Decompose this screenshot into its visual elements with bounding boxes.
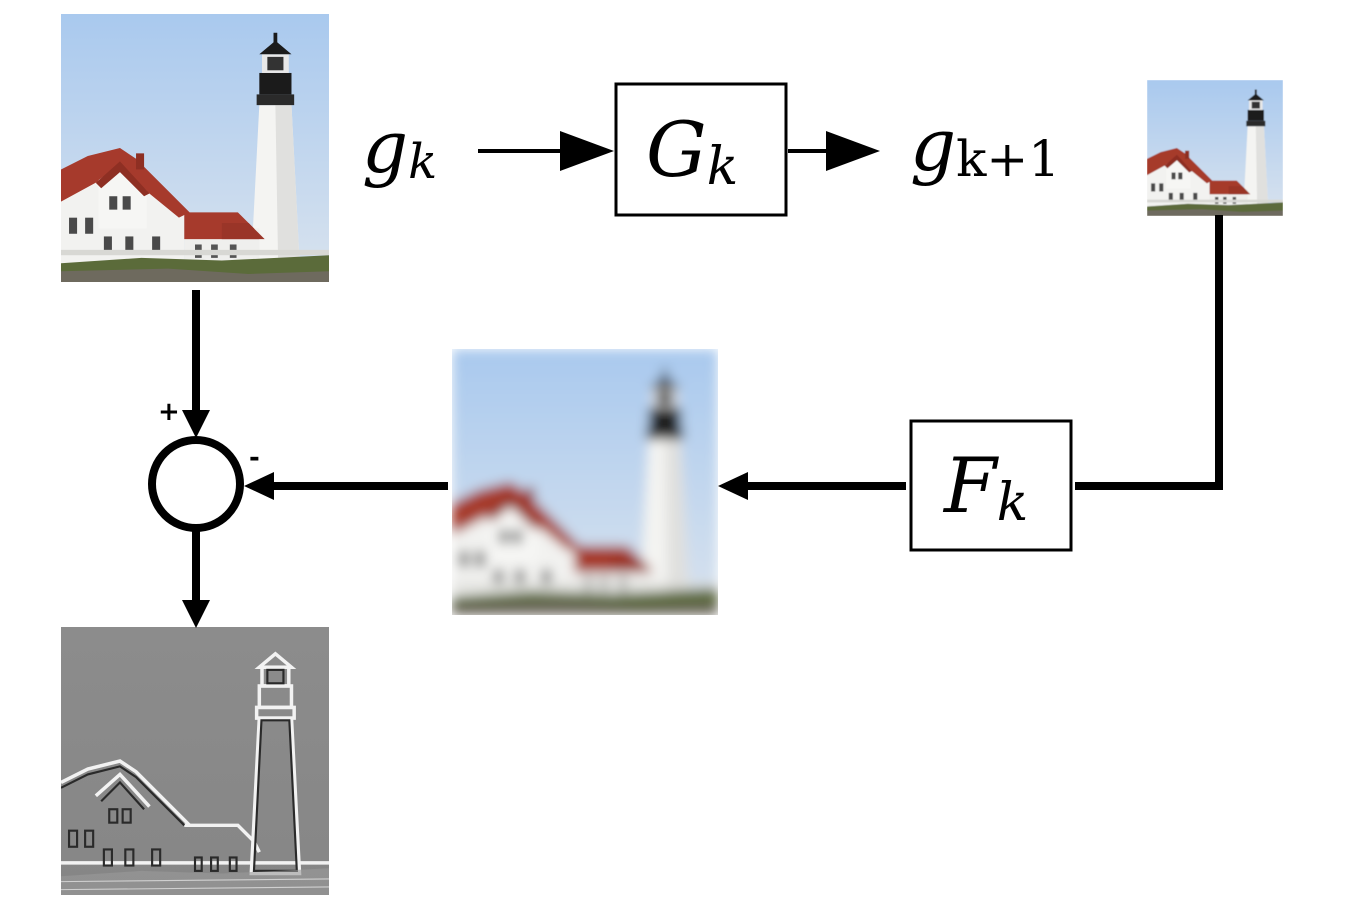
f-operator-label: Fk xyxy=(942,441,1028,533)
downsampled-image xyxy=(1147,80,1283,216)
input-image xyxy=(61,14,329,282)
arrow-from-g-box xyxy=(788,131,880,171)
arrow-input-to-subtract xyxy=(182,290,210,438)
connector-to-f-box xyxy=(1075,215,1223,490)
arrow-to-g-box xyxy=(478,131,614,171)
g-k-label: gk xyxy=(362,105,437,190)
upsample-operator-box: Fk xyxy=(909,419,1073,552)
upsampled-image xyxy=(452,349,718,615)
g-k-plus-1-label: gk+1 xyxy=(910,103,1060,188)
minus-sign: - xyxy=(249,443,260,473)
plus-sign: + xyxy=(158,397,180,427)
subtract-node xyxy=(148,436,244,532)
g-operator-label: Gk xyxy=(646,105,738,197)
downsample-operator-box: Gk xyxy=(614,82,788,217)
residual-image xyxy=(61,627,330,896)
arrow-to-upsampled xyxy=(718,472,906,500)
arrow-to-residual xyxy=(182,530,210,628)
arrow-to-subtract xyxy=(244,472,448,500)
